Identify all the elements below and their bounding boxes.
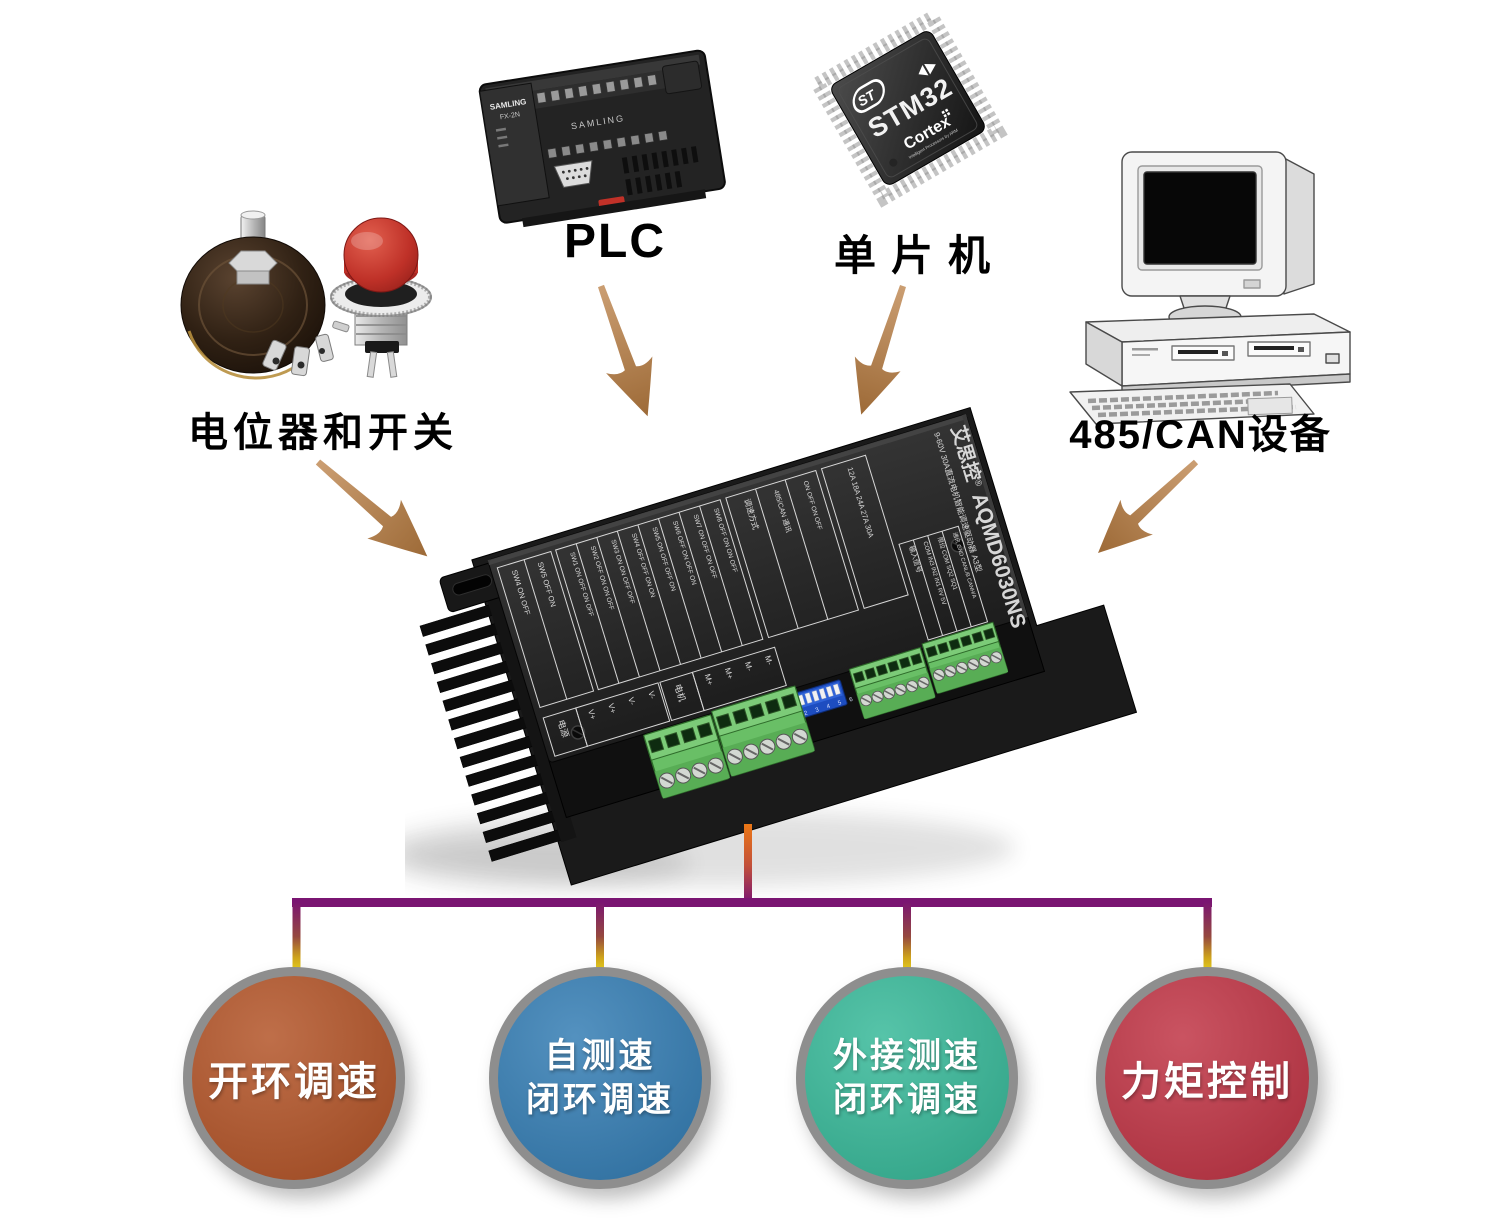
- feature-circle-self-speed-closed-loop: 自测速 闭环调速: [489, 967, 711, 1189]
- plc-model-text: FX-2N: [499, 111, 520, 121]
- feature-circle-external-speed-closed-loop: 外接测速 闭环调速: [796, 967, 1018, 1189]
- terminal-blocks: [643, 621, 1009, 799]
- label-485-can: 485/CAN设备: [1069, 413, 1332, 457]
- svg-text:V+: V+: [606, 702, 618, 715]
- computer-icon: [1052, 142, 1370, 434]
- feature-text: 闭环调速: [833, 1080, 981, 1119]
- svg-text:V-: V-: [626, 696, 637, 706]
- svg-text:M-: M-: [743, 661, 754, 673]
- feature-circle-torque-control: 力矩控制: [1096, 967, 1318, 1189]
- feature-text: 闭环调速: [526, 1080, 674, 1119]
- push-button-icon: [330, 217, 432, 378]
- feature-text: 开环调速: [208, 1060, 380, 1104]
- label-potentiometer-switch: 电位器和开关: [188, 411, 458, 455]
- svg-text:M+: M+: [723, 667, 735, 681]
- feature-text: 力矩控制: [1121, 1060, 1293, 1104]
- svg-text:电源: 电源: [556, 718, 572, 738]
- controller-board-icon: SW4 ON OFF SW5 OFF ON SW1 ON OFF ON OFF …: [405, 398, 1165, 898]
- heatsink-icon: [419, 600, 575, 862]
- potentiometer-switch-icon: [175, 205, 465, 395]
- svg-text:电机: 电机: [672, 683, 688, 703]
- mcu-chip-icon: ST STM32 Cortex Intelligent Processors b…: [798, 12, 1018, 212]
- plc-icon: SAMLING FX-2N SAMLING: [450, 25, 745, 240]
- potentiometer-icon: [180, 210, 350, 380]
- svg-text:M+: M+: [703, 673, 715, 687]
- label-plc: PLC: [564, 215, 666, 268]
- svg-text:V-: V-: [646, 690, 657, 700]
- feature-circle-open-loop: 开环调速: [183, 967, 405, 1189]
- svg-text:V+: V+: [586, 708, 598, 721]
- svg-text:M-: M-: [763, 654, 774, 666]
- feature-text: 外接测速: [833, 1036, 981, 1075]
- feature-text: 自测速: [544, 1036, 656, 1075]
- label-mcu: 单片机: [833, 232, 1005, 279]
